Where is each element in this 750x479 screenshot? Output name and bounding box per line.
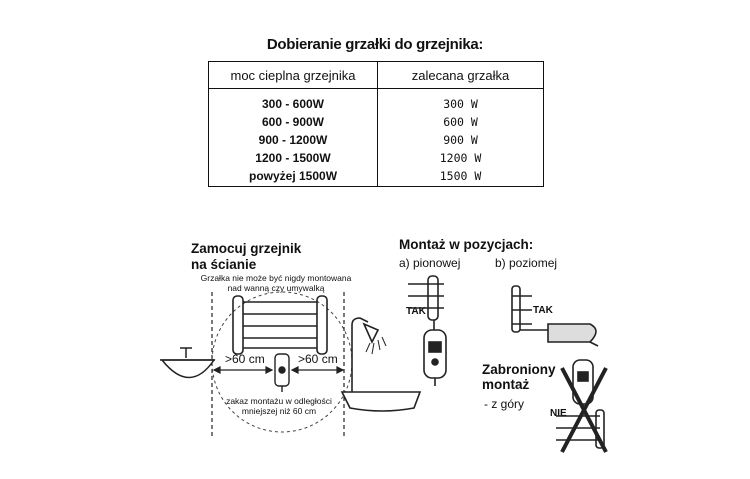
ranges-cell: 300 - 600W 600 - 900W 900 - 1200W 1200 -… xyxy=(208,88,378,187)
forbidden-from-top: - z góry xyxy=(484,397,525,411)
prohibit-note: zakaz montażu w odległości mniejszej niż… xyxy=(226,396,332,416)
yes-label-horizontal: TAK xyxy=(533,305,553,316)
mounting-heading: Montaż w pozycjach: xyxy=(399,237,534,252)
yes-label-vertical: TAK xyxy=(406,306,426,317)
wall-heading: Zamocuj grzejnik na ścianie xyxy=(191,241,302,272)
heaters-cell: 300 W 600 W 900 W 1200 W 1500 W xyxy=(377,88,544,187)
no-label: NIE xyxy=(550,408,567,419)
ladder-radiator-icon xyxy=(232,295,328,355)
range-1: 300 - 600W xyxy=(261,97,325,111)
distance-arrows xyxy=(212,366,345,374)
option-horizontal: b) poziomej xyxy=(495,256,558,270)
heater-4: 1200 W xyxy=(439,151,482,165)
heater-2: 600 W xyxy=(443,115,478,129)
cross-mark-icon xyxy=(560,367,608,453)
header-recommended-heater: zalecana grzałka xyxy=(377,61,544,89)
table-title: Dobieranie grzałki do grzejnika: xyxy=(266,36,484,53)
heater-5: 1500 W xyxy=(439,169,482,183)
heater-unit-icon xyxy=(274,353,290,392)
washbasin-icon xyxy=(160,347,216,379)
horizontal-mount-icon xyxy=(511,285,599,347)
range-5: powyżej 1500W xyxy=(248,169,338,183)
heater-1: 300 W xyxy=(443,97,478,111)
header-radiator-power: moc cieplna grzejnika xyxy=(208,61,378,89)
range-4: 1200 - 1500W xyxy=(255,151,331,165)
option-vertical: a) pionowej xyxy=(399,256,461,270)
distance-left-label: >60 cm xyxy=(225,352,265,366)
distance-right-label: >60 cm xyxy=(298,352,338,366)
power-table: moc cieplna grzejnika zalecana grzałka 3… xyxy=(208,61,544,187)
shower-bathtub-icon xyxy=(340,317,422,412)
wall-note: Grzałka nie może być nigdy montowana nad… xyxy=(200,273,352,293)
range-2: 600 - 900W xyxy=(261,115,325,129)
range-3: 900 - 1200W xyxy=(258,133,328,147)
vertical-mount-icon xyxy=(408,275,447,386)
heater-3: 900 W xyxy=(443,133,478,147)
forbidden-heading: Zabroniony montaż xyxy=(482,362,556,392)
